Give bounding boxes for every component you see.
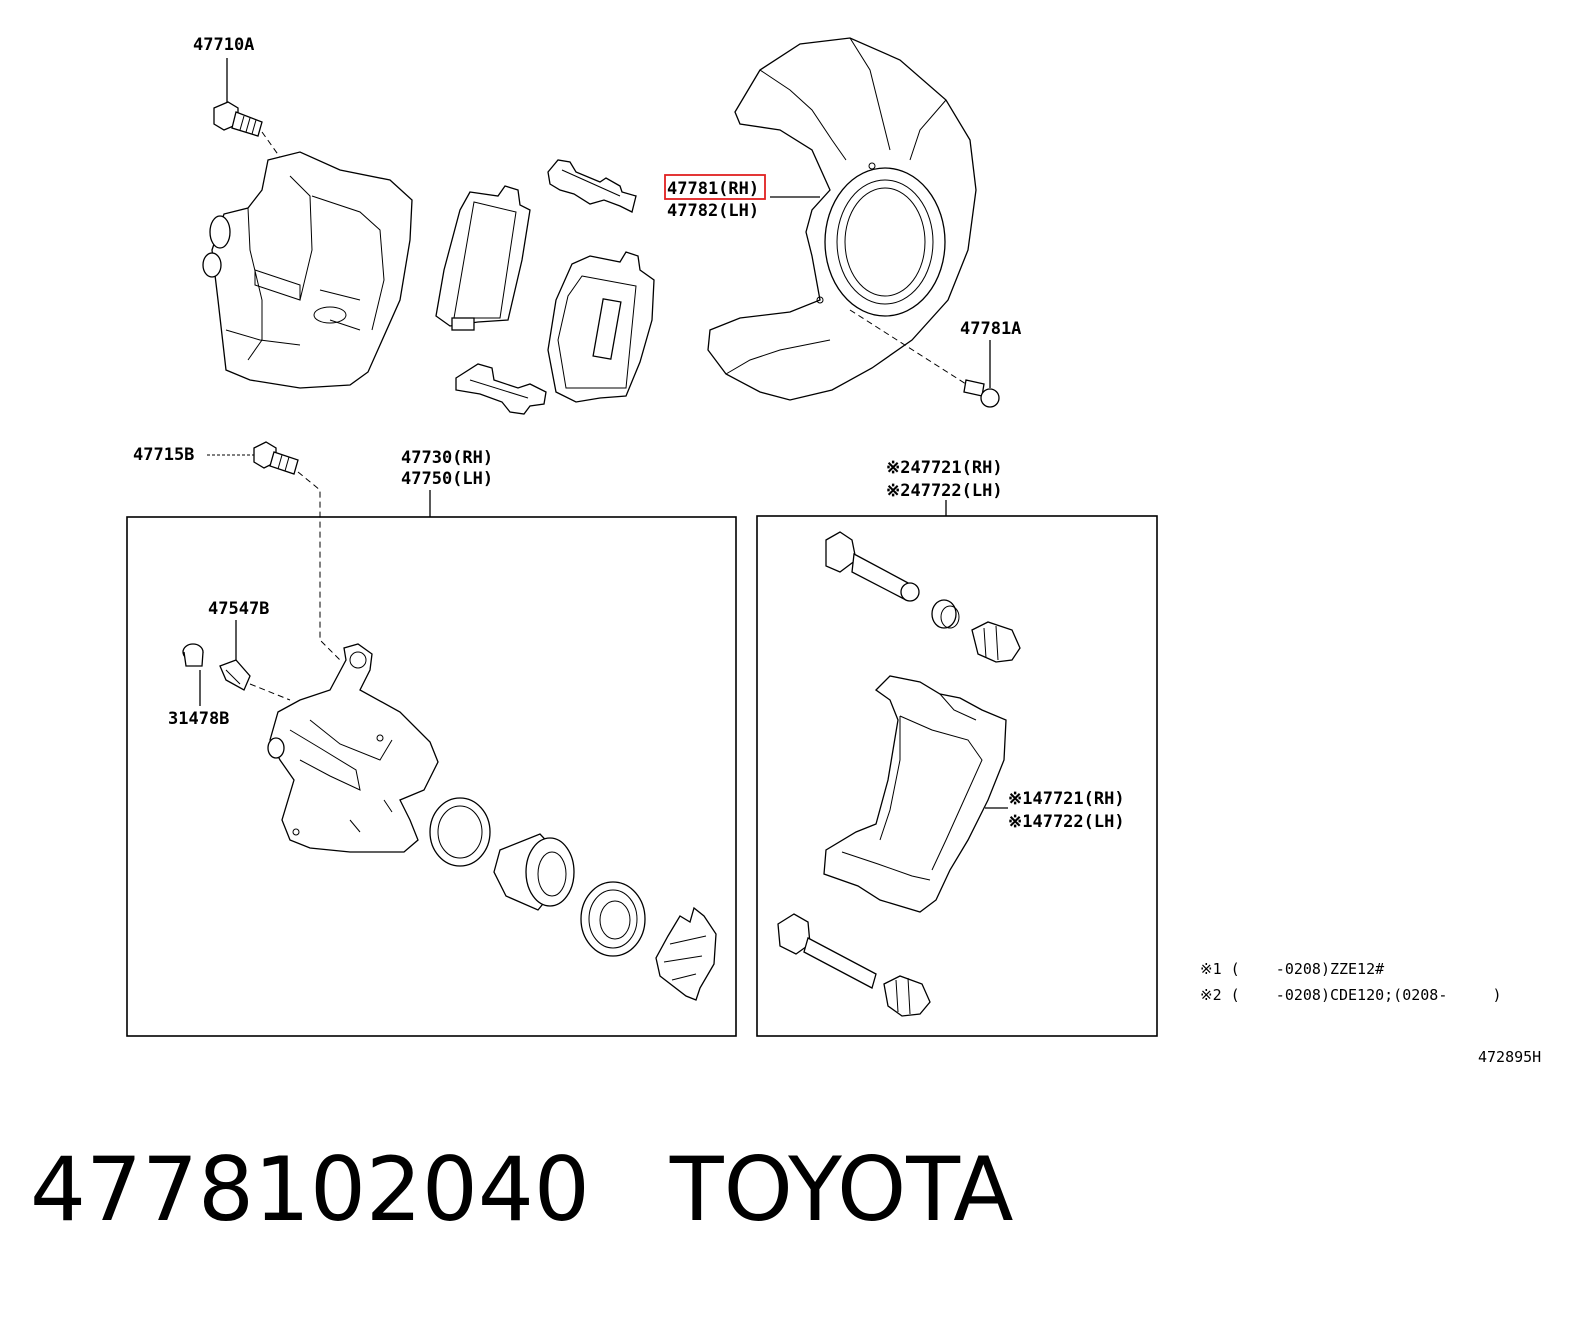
part-number: 4778102040: [30, 1138, 590, 1241]
pin-bushing-icon: [931, 599, 960, 629]
piston-icon: [493, 833, 575, 911]
label-47730-rh: 47730(RH): [401, 448, 493, 468]
brake-pad-inner-icon: [435, 185, 531, 331]
label-47781-rh: 47781(RH): [667, 179, 759, 199]
slide-pin-upper-icon: [825, 531, 920, 602]
bolt-47781a-icon: [963, 379, 1000, 408]
label-47721-rh-2: ※247721(RH): [886, 458, 1003, 478]
label-47722-lh-2: ※247722(LH): [886, 481, 1003, 501]
label-47722-lh-1: ※147722(LH): [1008, 812, 1125, 832]
caliper-body-upper-icon: [202, 151, 413, 389]
slide-pin-lower-icon: [777, 913, 877, 989]
pin-boot-upper-icon: [971, 621, 1021, 663]
label-47547b: 47547B: [208, 599, 269, 619]
bolt-47710a-icon: [213, 101, 263, 137]
dust-shield-47781-icon: [707, 37, 977, 401]
bolt-47715b-icon: [253, 441, 299, 475]
caliper-assembly-box: [126, 516, 737, 1037]
note-1: ※1 ( -0208)ZZE12#: [1200, 960, 1384, 978]
label-47782-lh: 47782(LH): [667, 201, 759, 221]
bleeder-plug-47547b-icon: [219, 659, 251, 691]
figure-code: 472895H: [1478, 1048, 1541, 1066]
caliper-cylinder-body-icon: [267, 643, 439, 853]
pad-clip-lower-icon: [455, 363, 547, 415]
brand-name: TOYOTA: [669, 1138, 1014, 1241]
label-47715b: 47715B: [133, 445, 194, 465]
pad-clip-upper-icon: [547, 159, 637, 213]
pin-boot-lower-icon: [883, 975, 931, 1017]
footer-caption: 4778102040 TOYOTA: [30, 1140, 1013, 1250]
caliper-mounting-box: [756, 515, 1158, 1037]
piston-seal-icon: [429, 797, 491, 867]
label-31478b: 31478B: [168, 709, 229, 729]
caliper-mounting-bracket-icon: [823, 675, 1007, 913]
parts-diagram: 47710A: [126, 35, 1541, 1066]
highlight-box-47781: [664, 174, 766, 200]
bleeder-cap-31478b-icon: [182, 643, 204, 667]
label-47721-rh-1: ※147721(RH): [1008, 789, 1125, 809]
note-2: ※2 ( -0208)CDE120;(0208- ): [1200, 986, 1502, 1004]
label-47750-lh: 47750(LH): [401, 469, 493, 489]
brake-pad-outer-icon: [547, 251, 655, 403]
label-47710a: 47710A: [193, 35, 254, 55]
cylinder-boot-icon: [580, 881, 646, 957]
label-47781a: 47781A: [960, 319, 1021, 339]
anti-squeal-shim-icon: [655, 906, 717, 1001]
